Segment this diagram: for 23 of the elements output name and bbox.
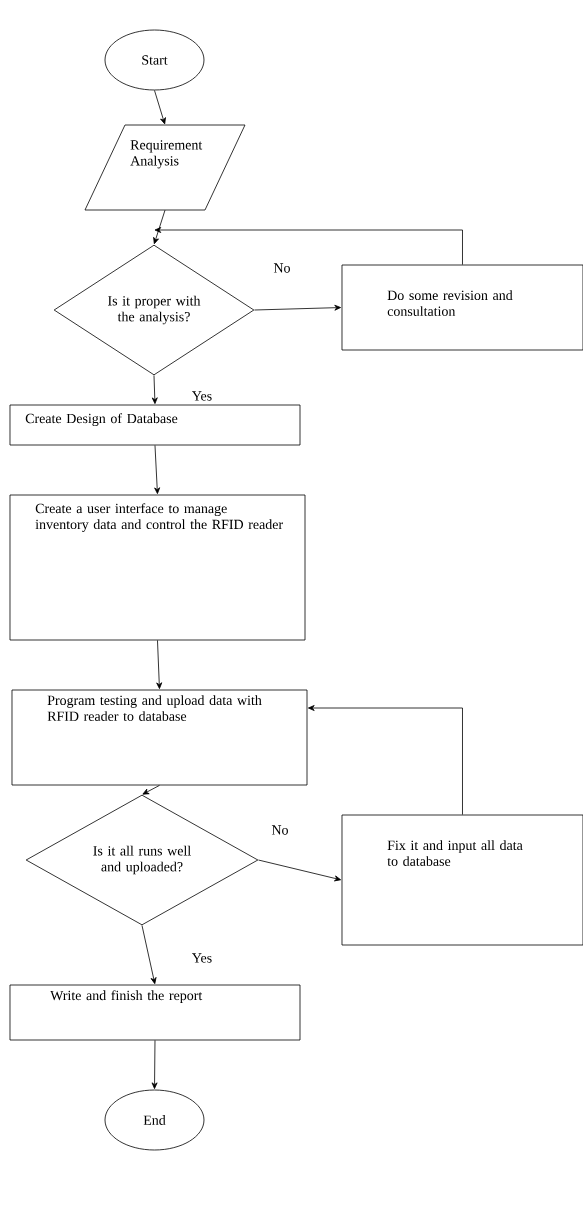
arrow [141, 925, 157, 985]
arrow [258, 859, 342, 882]
arrow [254, 304, 341, 311]
arrow [151, 1040, 158, 1089]
process-box: Do some revision and consultation [341, 264, 583, 351]
arrow [142, 785, 160, 795]
arrow [151, 375, 158, 404]
edge-label: Yes [190, 952, 214, 964]
process-box: Fix it and input all data to database [341, 814, 583, 946]
arrow [154, 227, 463, 265]
edge-label: Yes [190, 390, 214, 402]
arrow [154, 90, 166, 125]
arrow [308, 705, 463, 815]
edge-label: No [272, 262, 292, 274]
arrow [156, 640, 163, 689]
arrow [154, 445, 161, 494]
edge-label: No [270, 824, 290, 836]
process-box: Create Design of Database [9, 404, 301, 446]
process-box: Program testing and upload data with RFID reader to database [11, 689, 308, 786]
process-box: Create a user interface to manage inventory data and control the RFID reader [9, 494, 306, 641]
process-box: Write and finish the report [9, 984, 301, 1041]
input-parallelogram: Requirement Analysis [84, 124, 246, 211]
arrow [153, 209, 166, 245]
